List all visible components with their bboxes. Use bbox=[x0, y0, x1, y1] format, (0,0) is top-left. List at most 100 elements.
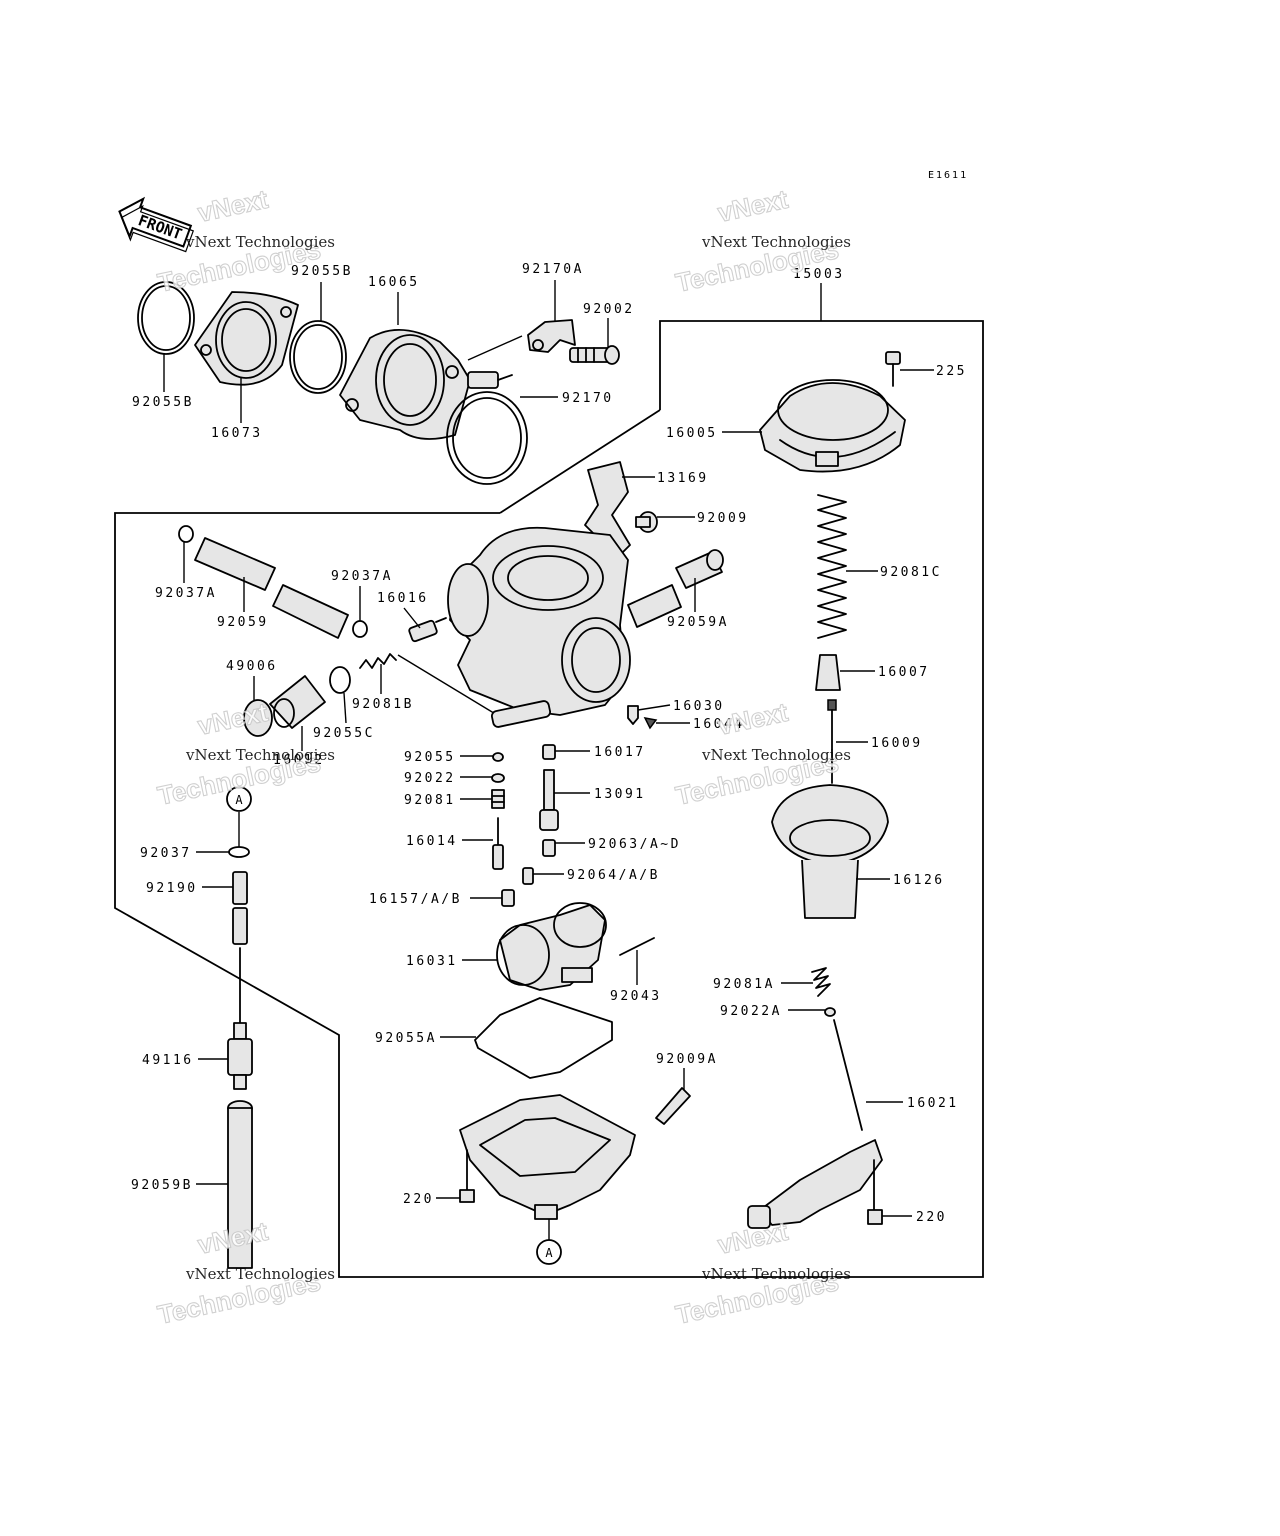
label-15003: 15003 bbox=[793, 267, 845, 282]
label-92081: 92081 bbox=[404, 793, 456, 808]
label-92081a: 92081A bbox=[713, 977, 775, 992]
label-92002: 92002 bbox=[583, 302, 635, 317]
clip-92037a-left bbox=[178, 525, 194, 543]
cap-49006 bbox=[243, 699, 273, 737]
assembly-frame bbox=[114, 283, 984, 1278]
clamp-bracket-92170a bbox=[527, 319, 576, 353]
jet-needle-16009 bbox=[827, 699, 837, 784]
o-ring-92055b-left bbox=[137, 281, 195, 355]
label-92009a: 92009A bbox=[656, 1052, 718, 1067]
label-92063: 92063/A~D bbox=[588, 837, 681, 852]
label-225: 225 bbox=[936, 364, 967, 379]
label-92055a: 92055A bbox=[375, 1031, 437, 1046]
screw-92009 bbox=[635, 511, 658, 533]
svg-text:vNext Technologies: vNext Technologies bbox=[185, 1265, 335, 1283]
screw-220-right bbox=[867, 1159, 883, 1225]
valve-16016 bbox=[408, 617, 447, 643]
needle-holder-16007 bbox=[815, 654, 841, 691]
carburetor-body bbox=[447, 526, 631, 728]
svg-text:A: A bbox=[545, 1246, 553, 1260]
washer-92022a bbox=[824, 1007, 836, 1017]
label-16030: 16030 bbox=[673, 699, 725, 714]
spring-92081b bbox=[359, 653, 397, 669]
screw-220-left bbox=[459, 1149, 475, 1203]
reference-mark-a-bottom: A bbox=[536, 1219, 562, 1265]
svg-text:vNext: vNext bbox=[715, 184, 791, 228]
float-16031 bbox=[496, 902, 607, 991]
spring-92081 bbox=[491, 789, 505, 809]
label-13169: 13169 bbox=[657, 471, 709, 486]
label-92170a: 92170A bbox=[522, 262, 584, 277]
svg-text:vNext Technologies: vNext Technologies bbox=[185, 233, 335, 251]
label-16065: 16065 bbox=[368, 275, 420, 290]
needle-jet-13091 bbox=[539, 769, 559, 831]
cap-49116 bbox=[227, 1022, 253, 1090]
washer-92022 bbox=[491, 773, 505, 783]
float-bowl bbox=[459, 1094, 636, 1220]
label-16126: 16126 bbox=[893, 873, 945, 888]
o-ring-92055b-right bbox=[289, 320, 347, 394]
label-92055c: 92055C bbox=[313, 726, 375, 741]
clip-92037 bbox=[228, 846, 250, 858]
label-92055b-left: 92055B bbox=[132, 395, 194, 410]
plunger-16012 bbox=[269, 675, 326, 729]
reference-mark-a-top: A bbox=[226, 786, 252, 812]
leader-p92055c bbox=[343, 692, 347, 724]
jet-16157 bbox=[501, 889, 515, 907]
label-92081c: 92081C bbox=[880, 565, 942, 580]
label-92009: 92009 bbox=[697, 511, 749, 526]
label-49006: 49006 bbox=[226, 659, 278, 674]
label-92055: 92055 bbox=[404, 750, 456, 765]
screw-92002 bbox=[569, 345, 620, 365]
screw-92009a bbox=[655, 1087, 691, 1125]
washer-92055 bbox=[492, 752, 504, 762]
tube-92190 bbox=[232, 871, 248, 945]
label-92022: 92022 bbox=[404, 771, 456, 786]
svg-text:vNext: vNext bbox=[715, 1216, 791, 1260]
label-92022a: 92022A bbox=[720, 1004, 782, 1019]
svg-text:vNext: vNext bbox=[195, 184, 271, 228]
leader-lines bbox=[163, 280, 934, 1217]
label-92064: 92064/A/B bbox=[567, 868, 660, 883]
watermark-bottom-left: vNext Technologies vNext Technologies bbox=[154, 1215, 335, 1330]
label-92043: 92043 bbox=[610, 989, 662, 1004]
drain-screw-16021 bbox=[747, 1019, 883, 1229]
svg-text:vNext Technologies: vNext Technologies bbox=[185, 746, 335, 764]
leader-p16016 bbox=[403, 607, 421, 629]
label-49116: 49116 bbox=[142, 1053, 194, 1068]
label-92037a-left: 92037A bbox=[155, 586, 217, 601]
clamp-92170 bbox=[446, 371, 528, 485]
label-16012: 16012 bbox=[273, 753, 325, 768]
svg-text:A: A bbox=[235, 793, 243, 807]
pin-92043 bbox=[619, 937, 655, 956]
label-16021: 16021 bbox=[907, 1096, 959, 1111]
washer-16044 bbox=[643, 716, 658, 730]
svg-text:vNext: vNext bbox=[715, 697, 791, 741]
intake-flange-16073 bbox=[194, 291, 299, 386]
label-220-left: 220 bbox=[403, 1192, 434, 1207]
label-92081b: 92081B bbox=[352, 697, 414, 712]
label-16073: 16073 bbox=[211, 426, 263, 441]
label-92037: 92037 bbox=[140, 846, 192, 861]
svg-text:vNext Technologies: vNext Technologies bbox=[701, 233, 851, 251]
throttle-screw-16030 bbox=[627, 705, 639, 725]
label-220-right: 220 bbox=[916, 1210, 947, 1225]
label-16044: 16044 bbox=[693, 717, 745, 732]
intake-holder-16065 bbox=[339, 329, 471, 440]
o-ring-92055c bbox=[329, 666, 351, 694]
top-cover-16005 bbox=[759, 379, 906, 473]
main-jet-92063 bbox=[542, 839, 556, 857]
label-92037a-right: 92037A bbox=[331, 569, 393, 584]
spring-92081a bbox=[811, 967, 831, 997]
part-labels: 92055B 92055B 16073 16065 92170A 92002 9… bbox=[131, 262, 967, 1225]
label-16007: 16007 bbox=[878, 665, 930, 680]
clip-92037a-right bbox=[352, 620, 368, 638]
label-13091: 13091 bbox=[594, 787, 646, 802]
diagram-code: E1611 bbox=[928, 170, 968, 181]
jet-16017 bbox=[542, 744, 556, 760]
label-92059b: 92059B bbox=[131, 1178, 193, 1193]
watermark-bottom-right: vNext Technologies vNext Technologies bbox=[672, 1215, 851, 1330]
label-16014: 16014 bbox=[406, 834, 458, 849]
hose-92059a bbox=[627, 549, 724, 628]
gasket-92055a bbox=[474, 997, 613, 1079]
